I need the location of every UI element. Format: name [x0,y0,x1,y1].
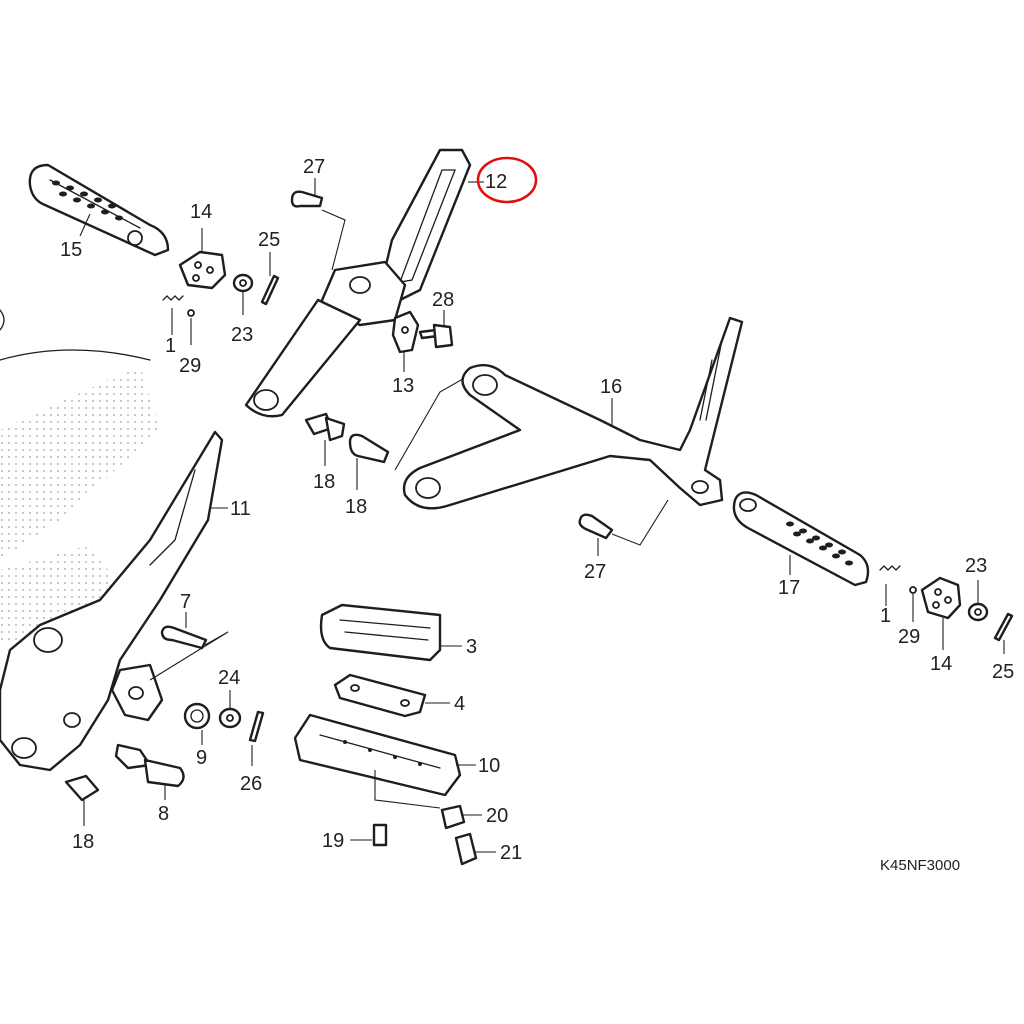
callout-9: 9 [196,747,207,769]
pin-27-bottom [578,513,614,540]
callout-20: 20 [486,805,508,827]
footpeg-17 [732,491,870,587]
callout-18-bottom: 18 [72,831,94,853]
bolt-28 [418,323,454,349]
spring-26 [248,710,265,743]
callout-25-right: 25 [992,661,1014,683]
callout-16: 16 [600,376,622,398]
washer-23-left [232,273,254,293]
callout-10: 10 [478,755,500,777]
callout-17: 17 [778,577,800,599]
callout-1-left: 1 [165,335,176,357]
callout-27-bottom: 27 [584,561,606,583]
callout-27-top: 27 [303,156,325,178]
spring-1-left [162,295,195,317]
step-holder-11 [0,430,224,772]
footpeg-15 [28,163,170,257]
callout-29-left: 29 [179,355,201,377]
callout-3: 3 [466,636,477,658]
callout-14-left: 14 [190,201,212,223]
pin-27-top [290,190,324,208]
plate-14-right [920,576,962,620]
highlighted-callout-12: 12 [476,156,538,204]
callout-8: 8 [158,803,169,825]
bolt-18-bottom [64,774,100,802]
callout-21: 21 [500,842,522,864]
bolt-19 [372,823,388,847]
callout-15: 15 [60,239,82,261]
callout-labels: 1 1 3 4 7 8 9 10 11 13 14 14 15 16 17 18… [60,156,1014,864]
spring-1-right [879,565,917,594]
callout-12: 12 [485,171,507,193]
step-holder-12 [244,148,472,418]
callout-23-left: 23 [231,324,253,346]
spring-25-left [260,274,280,306]
callout-23-right: 23 [965,555,987,577]
callout-26: 26 [240,773,262,795]
plate-14-left [178,250,227,290]
bolt-21 [454,832,478,866]
diagram-code: K45NF3000 [880,857,960,874]
bolt-18-mid-left [304,412,346,442]
callout-18-mid-right: 18 [345,496,367,518]
callout-25-left: 25 [258,229,280,251]
bolt-8 [114,743,185,788]
callout-13: 13 [392,375,414,397]
callout-28: 28 [432,289,454,311]
callout-29-right: 29 [898,626,920,648]
callout-11: 11 [230,498,251,520]
callout-7: 7 [180,591,191,613]
washer-24 [218,707,242,729]
bracket-13 [391,310,420,354]
pin-7 [160,625,208,650]
callout-1-right: 1 [880,605,891,627]
callout-19: 19 [322,830,344,852]
step-holder-16 [402,316,744,510]
bolt-18-mid-right [348,433,390,464]
rubber-3 [319,603,442,662]
plate-4 [333,673,427,718]
step-10 [293,713,462,797]
callout-18-mid-left: 18 [313,471,335,493]
callout-4: 4 [454,693,465,715]
washer-23-right [967,602,989,622]
spring-25-right [993,612,1014,642]
callout-14-right: 14 [930,653,952,675]
highlight-circle [476,156,538,204]
callout-24: 24 [218,667,240,689]
spring-9 [183,702,211,730]
nut-20 [440,804,466,830]
